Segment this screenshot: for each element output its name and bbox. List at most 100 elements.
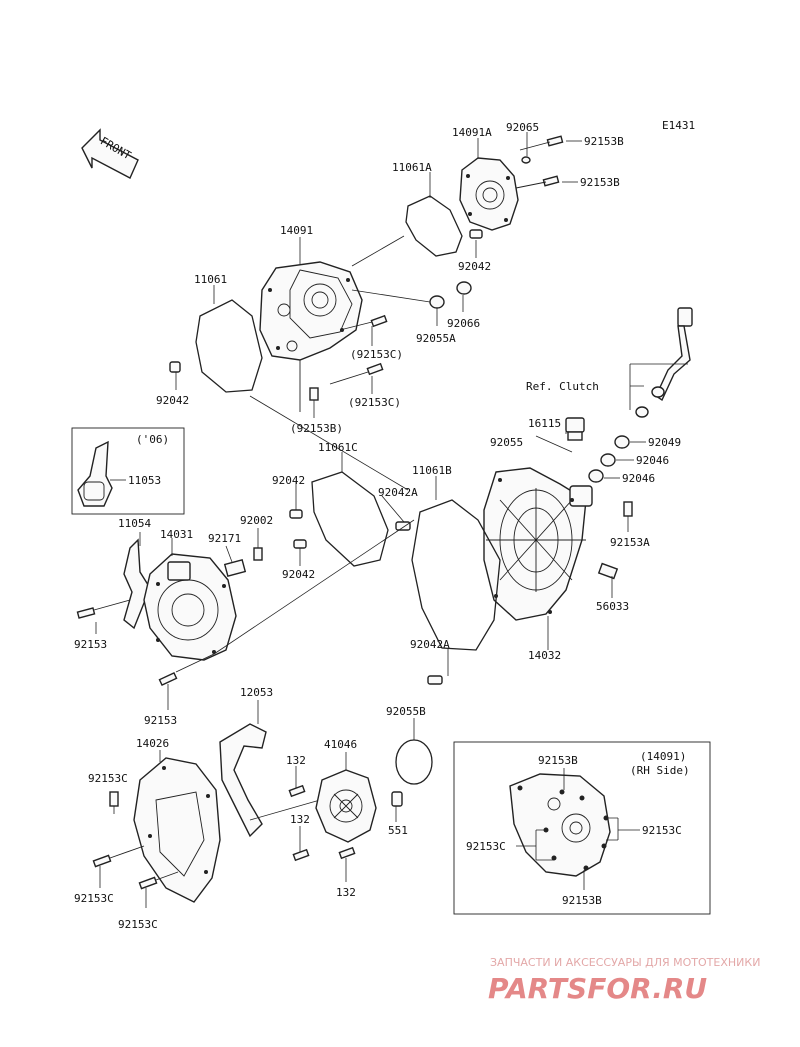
bolt-92153c-c3 xyxy=(138,871,179,890)
label-14031: 14031 xyxy=(160,528,193,541)
label-92055: 92055 xyxy=(490,436,523,449)
label-92002: 92002 xyxy=(240,514,273,527)
label-11054: 11054 xyxy=(118,517,151,530)
label-92042a-2: 92042A xyxy=(410,638,450,651)
bolt-132-b xyxy=(292,848,310,862)
label-ref-clutch: Ref. Clutch xyxy=(526,380,599,393)
bolt-92153b-lower xyxy=(515,175,560,189)
year-box-06 xyxy=(71,427,185,515)
label-rh-side: (RH Side) xyxy=(630,764,690,777)
plug-92066 xyxy=(456,281,472,295)
label-92153c-1: (92153C) xyxy=(350,348,403,361)
dowel-92042-d xyxy=(293,539,307,549)
front-arrow-icon: FRONT xyxy=(81,128,139,179)
clutch-cover-14032 xyxy=(483,467,593,621)
label-92055b: 92055B xyxy=(386,705,426,718)
label-11061c: 11061C xyxy=(318,441,358,454)
bracket-11054 xyxy=(123,538,151,630)
dowel-92042-left xyxy=(169,361,181,373)
bolt-92153c-lower xyxy=(329,362,384,385)
label-16115: 16115 xyxy=(528,417,561,430)
label-rh-part: (14091) xyxy=(640,750,686,763)
label-11061: 11061 xyxy=(194,273,227,286)
pulser-cover-14091a xyxy=(459,157,519,231)
label-14032: 14032 xyxy=(528,649,561,662)
label-132-a: 132 xyxy=(286,754,306,767)
label-92153c-2: (92153C) xyxy=(348,396,401,409)
label-92153b-2: 92153B xyxy=(580,176,620,189)
label-92042a-1: 92042A xyxy=(378,486,418,499)
bearing-92046-upper xyxy=(600,453,616,467)
bolt-92153c-c1 xyxy=(109,791,119,807)
label-92055a: 92055A xyxy=(416,332,456,345)
label-11053: 11053 xyxy=(128,474,161,487)
o-ring-92055 xyxy=(535,435,573,453)
clamp-92171 xyxy=(223,559,247,577)
diagram-code: E1431 xyxy=(662,119,695,132)
label-14091a: 14091A xyxy=(452,126,492,139)
label-92153c-4: 92153C xyxy=(74,892,114,905)
bolt-92153c-upper xyxy=(339,314,388,331)
water-pump-cover-41046 xyxy=(315,769,377,843)
dowel-92042-c xyxy=(289,509,303,519)
label-92153b-1: 92153B xyxy=(584,135,624,148)
label-year-06: ('06) xyxy=(136,433,169,446)
bracket-11053 xyxy=(77,440,113,507)
label-41046: 41046 xyxy=(324,738,357,751)
bearing-92046-lower xyxy=(588,469,604,483)
watermark-tagline: ЗАПЧАСТИ И АКСЕССУАРЫ ДЛЯ МОТОТЕХНИКИ xyxy=(490,956,760,969)
label-plate-56033 xyxy=(597,562,619,580)
label-11061a: 11061A xyxy=(392,161,432,174)
bolt-92153-lower xyxy=(158,653,215,687)
oil-filler-cap-16115 xyxy=(565,417,585,441)
bolt-92153b-main xyxy=(299,360,319,412)
label-92046-2: 92046 xyxy=(622,472,655,485)
dowel-92042a-upper xyxy=(395,521,411,531)
label-92065: 92065 xyxy=(506,121,539,134)
dowel-551 xyxy=(391,791,403,807)
label-92153c-3: 92153C xyxy=(88,772,128,785)
label-92049: 92049 xyxy=(648,436,681,449)
plug-92002 xyxy=(253,547,263,561)
bolt-92153a xyxy=(623,501,633,517)
label-92153b-4: 92153B xyxy=(538,754,578,767)
seal-92049 xyxy=(614,435,630,449)
label-14026: 14026 xyxy=(136,737,169,750)
gasket-11061c xyxy=(311,471,389,567)
o-ring-92055a xyxy=(429,295,445,309)
label-92153-2: 92153 xyxy=(144,714,177,727)
label-92153a: 92153A xyxy=(610,536,650,549)
rh-side-inset xyxy=(453,741,711,915)
label-92153b-3: (92153B) xyxy=(290,422,343,435)
gasket-11061b xyxy=(411,499,501,651)
chain-guide-12053 xyxy=(219,723,267,838)
washer-92065 xyxy=(521,156,531,164)
generator-cover-rh-view xyxy=(509,773,611,877)
bolt-92153b-upper xyxy=(519,135,564,151)
washer-ref-clutch xyxy=(651,386,665,398)
watermark-logo: PARTSFOR.RU xyxy=(488,972,707,1005)
label-92046-1: 92046 xyxy=(636,454,669,467)
dowel-92042a-lower xyxy=(427,675,443,685)
label-92042-c: 92042 xyxy=(272,474,305,487)
label-92153c-6: 92153C xyxy=(642,824,682,837)
gasket-11061 xyxy=(195,299,263,393)
generator-cover-14091 xyxy=(259,261,363,361)
label-92153c-7: 92153C xyxy=(466,840,506,853)
label-56033: 56033 xyxy=(596,600,629,613)
clutch-shaft xyxy=(655,307,693,402)
bolt-92153-left xyxy=(76,599,131,619)
sprocket-cover-14026 xyxy=(133,757,221,903)
bolt-132-a xyxy=(288,784,306,798)
label-132-c: 132 xyxy=(336,886,356,899)
washer-ref-clutch-2 xyxy=(635,406,649,418)
label-92042-b: 92042 xyxy=(156,394,189,407)
label-551: 551 xyxy=(388,824,408,837)
label-12053: 12053 xyxy=(240,686,273,699)
label-11061b: 11061B xyxy=(412,464,452,477)
bolt-92153c-c2 xyxy=(92,845,145,868)
label-92153c-5: 92153C xyxy=(118,918,158,931)
label-92153-1: 92153 xyxy=(74,638,107,651)
o-ring-92055b xyxy=(395,739,433,785)
